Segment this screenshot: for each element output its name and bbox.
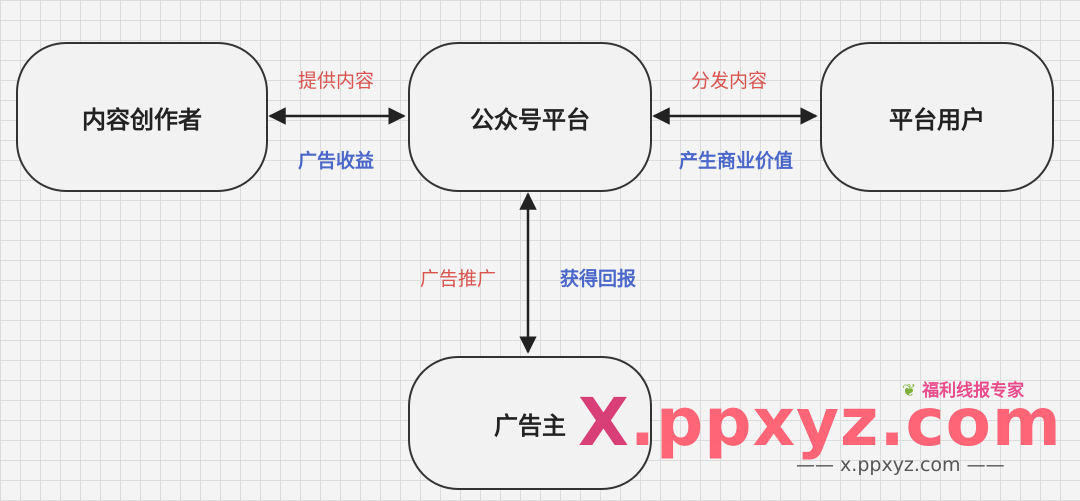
- node-label: 广告主: [494, 411, 566, 440]
- leaf-icon: ❦: [902, 381, 917, 401]
- watermark-url: —— x.ppxyz.com ——: [796, 454, 1005, 476]
- edge-label-ad-revenue: 广告收益: [298, 150, 375, 172]
- watermark-domain: .ppxyz.com: [629, 384, 1062, 461]
- edge-label-get-return: 获得回报: [560, 268, 637, 290]
- edge-label-provide-content: 提供内容: [298, 70, 375, 92]
- watermark-badge: ❦ 福利线报专家: [902, 376, 1024, 401]
- watermark-logo: X.ppxyz.com: [578, 384, 1062, 461]
- node-platform-user: 平台用户: [820, 42, 1054, 192]
- edge-label-commercial-value: 产生商业价值: [679, 150, 794, 172]
- node-label: 公众号平台: [470, 105, 590, 134]
- watermark-badge-text: 福利线报专家: [922, 381, 1025, 401]
- node-label: 内容创作者: [82, 105, 202, 134]
- node-content-creator: 内容创作者: [16, 42, 268, 192]
- node-label: 平台用户: [889, 105, 985, 134]
- watermark-x: X: [578, 384, 630, 461]
- node-platform: 公众号平台: [408, 42, 652, 192]
- edge-label-distribute-content: 分发内容: [691, 70, 768, 92]
- node-advertiser: 广告主: [408, 356, 652, 490]
- edge-label-ad-promotion: 广告推广: [420, 268, 497, 290]
